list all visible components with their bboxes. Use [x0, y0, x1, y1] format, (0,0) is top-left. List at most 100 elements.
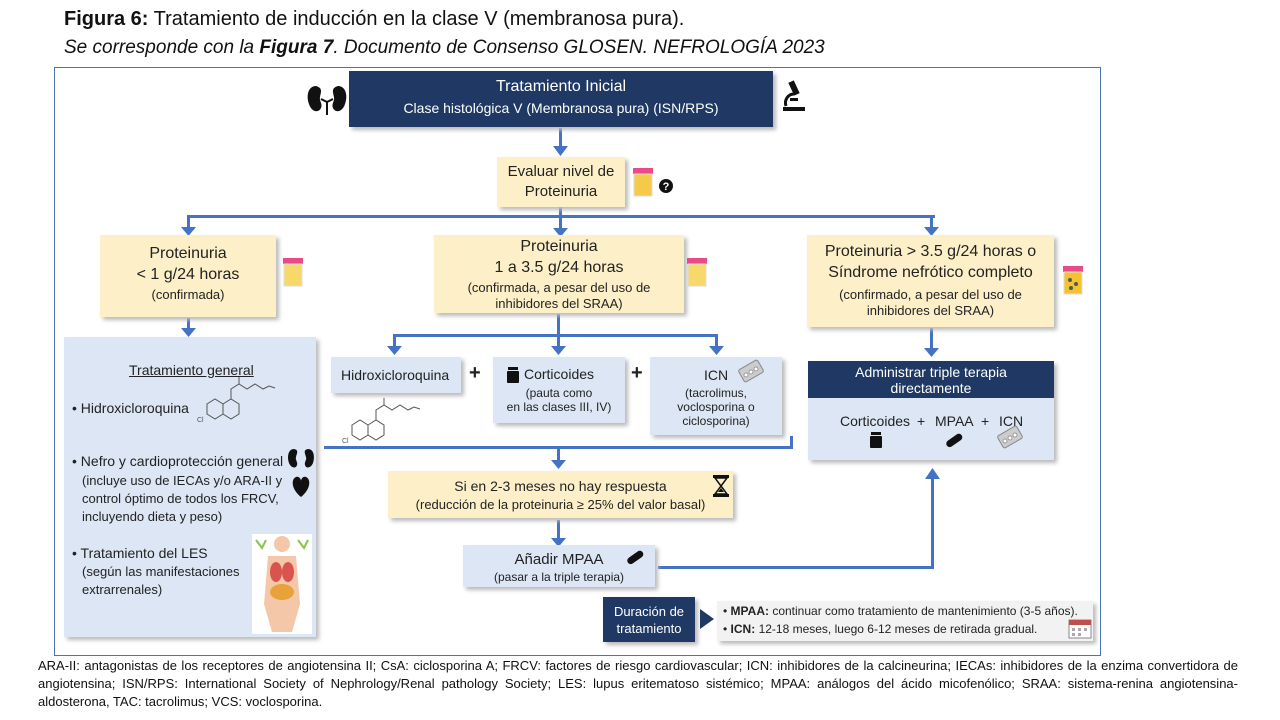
icn-box: ICN (tacrolimus, voclosporina o ciclospo… — [650, 357, 782, 435]
mid-note2: inhibidores del SRAA) — [495, 296, 623, 311]
human-body-organs-icon — [252, 534, 312, 634]
triple-header2: directamente — [890, 380, 972, 396]
figure-title: Tratamiento de inducción en la clase V (… — [153, 8, 685, 30]
urine-sample-question-icon: ? — [633, 168, 673, 197]
evaluate-proteinuria-box: Evaluar nivel de Proteinuria — [497, 157, 625, 207]
triple-drug-corticoids: Corticoides — [840, 413, 911, 429]
capsule-icon — [627, 550, 644, 565]
protection-line1: (incluye uso de IECAs y/o ARA-II y — [82, 473, 283, 488]
duration-title2: tratamiento — [616, 621, 682, 636]
evaluate-line1: Evaluar nivel de — [507, 163, 615, 180]
plus-sign: + — [981, 413, 990, 429]
no-response-box: Si en 2-3 meses no hay respuesta (reducc… — [388, 471, 733, 518]
high-note2: inhibidores del SRAA) — [866, 303, 995, 318]
proteinuria-high-box: Proteinuria > 3.5 g/24 horas o Síndrome … — [807, 235, 1054, 327]
triple-header1: Administrar triple terapia — [855, 364, 1007, 380]
duration-mpaa-label: MPAA: — [730, 604, 769, 618]
high-note1: (confirmado, a pesar del uso de — [839, 287, 1022, 302]
corticoids-line2: en las clases III, IV) — [506, 400, 612, 414]
figure-label: Figura 6: — [64, 8, 149, 30]
source-prefix: Se corresponde con la — [64, 37, 255, 58]
initial-treatment-box: Tratamiento Inicial Clase histológica V … — [349, 71, 773, 127]
figure-source: Se corresponde con la Figura 7. Document… — [64, 37, 825, 59]
no-response-line1: Si en 2-3 meses no hay respuesta — [454, 478, 667, 494]
corticoids-line1: (pauta como — [525, 386, 593, 400]
low-line2: < 1 g/24 horas — [136, 266, 240, 283]
icn-title: ICN — [703, 367, 729, 383]
les-line1: (según las manifestaciones — [82, 564, 240, 579]
abbreviations-footnote: ARA-II: antagonistas de los receptores d… — [38, 658, 1238, 709]
kidney-heart-icon — [288, 449, 314, 497]
initial-treatment-title: Tratamiento Inicial — [495, 78, 627, 95]
mid-line1: Proteinuria — [520, 238, 598, 255]
figure-caption: Figura 6: Tratamiento de inducción en la… — [64, 8, 684, 31]
corticoids-title: Corticoides — [523, 366, 595, 382]
triple-therapy-header: Administrar triple terapia directamente — [808, 361, 1054, 398]
hcq-label: Hidroxicloroquina — [80, 400, 189, 416]
duration-icn-text: 12-18 meses, luego 6-12 meses de retirad… — [758, 622, 1038, 636]
evaluate-line2: Proteinuria — [524, 183, 598, 200]
corticoids-box: Corticoides (pauta como en las clases II… — [493, 357, 625, 423]
microscope-icon — [783, 80, 805, 111]
hourglass-icon — [713, 475, 729, 497]
duration-icn-label: ICN: — [730, 622, 756, 636]
duration-box: Duración de tratamiento — [603, 597, 695, 642]
source-figure: Figura 7 — [259, 37, 334, 58]
hcq-box: Hidroxicloroquina — [331, 357, 461, 393]
no-response-line2: (reducción de la proteinuria ≥ 25% del v… — [415, 497, 706, 512]
proteinuria-low-box: Proteinuria < 1 g/24 horas (confirmada) — [100, 235, 276, 317]
general-item-protection: • Nefro y cardioprotección general — [72, 453, 284, 469]
urine-sample-icon — [687, 258, 707, 287]
source-suffix: . Documento de Consenso GLOSEN. NEFROLOG… — [333, 37, 825, 58]
mid-line2: 1 a 3.5 g/24 horas — [494, 259, 624, 276]
icn-line3: ciclosporina) — [682, 414, 750, 428]
duration-mpaa: • MPAA: continuar como tratamiento de ma… — [723, 604, 1078, 618]
blister-pack-icon — [738, 359, 764, 383]
mid-note1: (confirmada, a pesar del uso de — [467, 280, 651, 295]
plus-sign: + — [631, 362, 643, 384]
icn-line2: voclosporina o — [677, 400, 755, 414]
urine-sample-foamy-icon — [1063, 266, 1083, 295]
svg-text:Cl: Cl — [342, 438, 349, 445]
triple-drug-icn: ICN — [999, 413, 1024, 429]
icn-line1: (tacrolimus, — [684, 386, 747, 400]
high-line2: Síndrome nefrótico completo — [828, 264, 1033, 281]
les-title: Tratamiento del LES — [80, 545, 208, 561]
triple-drug-mpaa: MPAA — [935, 413, 974, 429]
protection-title: Nefro y cardioprotección general — [80, 453, 284, 469]
plus-sign: + — [469, 362, 481, 384]
low-note: (confirmada) — [151, 287, 225, 302]
add-mpaa-note: (pasar a la triple terapia) — [493, 570, 625, 584]
svg-text:?: ? — [663, 181, 670, 193]
duration-icn: • ICN: 12-18 meses, luego 6-12 meses de … — [723, 622, 1038, 636]
protection-line2: control óptimo de todos los FRCV, — [82, 491, 279, 506]
general-item-les: • Tratamiento del LES — [72, 545, 208, 561]
les-details: (según las manifestaciones extrarrenales… — [82, 563, 240, 599]
low-line1: Proteinuria — [149, 245, 227, 262]
general-item-hcq: • Hidroxicloroquina — [72, 400, 189, 416]
capsule-icon — [946, 433, 963, 448]
pill-bottle-icon — [870, 432, 882, 448]
add-mpaa-title: Añadir MPAA — [514, 551, 604, 568]
urine-sample-icon — [283, 258, 303, 287]
arrow-right-icon — [700, 609, 714, 629]
add-mpaa-box: Añadir MPAA (pasar a la triple terapia) — [463, 545, 655, 587]
hydroxychloroquine-structure-icon: Cl — [342, 398, 421, 445]
blister-pack-icon — [997, 425, 1023, 449]
general-treatment-title: Tratamiento general — [129, 362, 254, 378]
hcq-box-label: Hidroxicloroquina — [341, 367, 450, 383]
histologic-class-label: Clase histológica V (Membranosa pura) (I… — [403, 100, 719, 116]
proteinuria-mid-box: Proteinuria 1 a 3.5 g/24 horas (confirma… — [434, 235, 684, 313]
diagram-frame — [54, 67, 1101, 656]
duration-title1: Duración de — [613, 604, 685, 619]
calendar-icon — [1068, 619, 1092, 639]
kidneys-icon — [307, 86, 347, 115]
svg-text:Cl: Cl — [197, 417, 204, 424]
plus-sign: + — [917, 413, 926, 429]
duration-mpaa-text: continuar como tratamiento de mantenimie… — [772, 604, 1078, 618]
pill-bottle-icon — [507, 367, 519, 383]
hydroxychloroquine-structure-icon: Cl — [197, 377, 276, 424]
les-line2: extrarrenales) — [82, 582, 163, 597]
protection-details: (incluye uso de IECAs y/o ARA-II y contr… — [82, 472, 282, 526]
